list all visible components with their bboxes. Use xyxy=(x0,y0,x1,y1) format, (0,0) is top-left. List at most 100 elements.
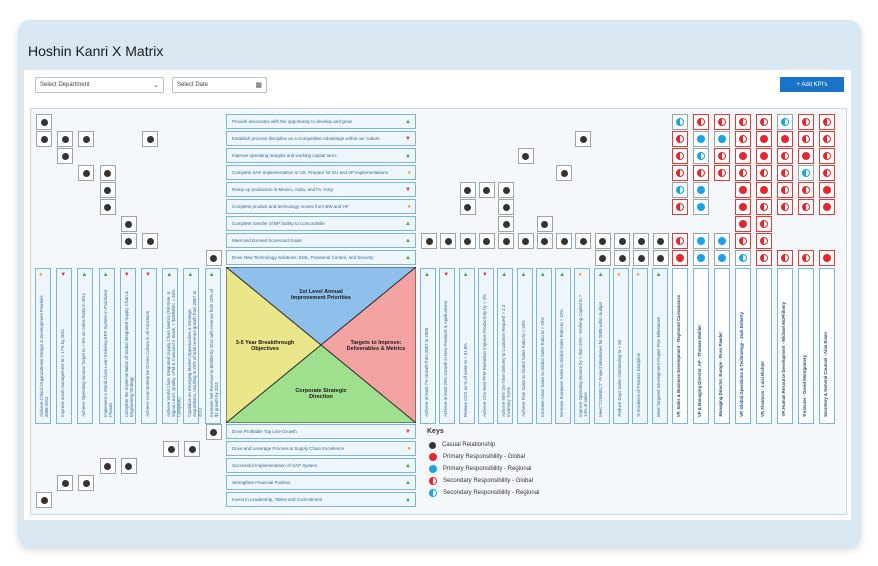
annual-priority-row[interactable]: Complete SAP Implementation in US. Prepa… xyxy=(226,165,416,180)
target-column[interactable]: ▼Achieve 21% Next PFM Reduction Improve … xyxy=(477,268,494,424)
responsibility-cell[interactable] xyxy=(735,114,751,130)
relationship-cell[interactable] xyxy=(556,165,573,181)
relationship-cell[interactable] xyxy=(652,250,669,266)
responsibility-cell[interactable] xyxy=(819,114,835,130)
relationship-cell[interactable] xyxy=(536,216,553,232)
objective-column[interactable]: ▲Achieve Operating Income Target to > 8%… xyxy=(77,268,94,424)
relationship-cell[interactable] xyxy=(498,216,515,232)
responsibility-cell[interactable] xyxy=(798,165,814,181)
responsibility-cell[interactable] xyxy=(735,199,751,215)
annual-priority-row[interactable]: Complete transfer of BP facility to Conc… xyxy=(226,216,416,231)
annual-priority-row[interactable]: Improve operating margins and working ca… xyxy=(226,148,416,163)
relationship-cell[interactable] xyxy=(575,131,592,147)
responsibility-cell[interactable] xyxy=(798,148,814,164)
responsibility-cell[interactable] xyxy=(777,182,793,198)
responsibility-cell[interactable] xyxy=(756,233,772,249)
responsibility-cell[interactable] xyxy=(735,165,751,181)
resource-column[interactable]: VP, Human Resource Development - Michael… xyxy=(777,268,793,424)
department-select[interactable]: Select Department ⌄ xyxy=(35,77,164,93)
relationship-cell[interactable] xyxy=(633,250,650,266)
responsibility-cell[interactable] xyxy=(714,131,730,147)
relationship-cell[interactable] xyxy=(120,216,137,232)
responsibility-cell[interactable] xyxy=(693,182,709,198)
target-column[interactable]: ●Improve Operating Income by > than 20% … xyxy=(574,268,591,424)
responsibility-cell[interactable] xyxy=(777,199,793,215)
relationship-cell[interactable] xyxy=(163,441,180,457)
responsibility-cell[interactable] xyxy=(756,131,772,147)
strategy-row[interactable]: Drive Profitable Top Line Growth▼ xyxy=(226,424,416,439)
objective-column[interactable]: ▼Achieve Lean Enterprise Driven Culture … xyxy=(141,268,157,424)
responsibility-cell[interactable] xyxy=(672,199,688,215)
target-column[interactable]: ●Reduce Days Sales Outstanding to < 50 xyxy=(613,268,629,424)
relationship-cell[interactable] xyxy=(652,233,669,249)
responsibility-cell[interactable] xyxy=(693,114,709,130)
resource-column[interactable]: Secretary & General Counsel - Alan Eisen xyxy=(819,268,835,424)
objective-column[interactable]: ▲Increase Net Revenue to $250M by 2011 w… xyxy=(204,268,221,424)
responsibility-cell[interactable] xyxy=(714,114,730,130)
relationship-cell[interactable] xyxy=(205,250,222,266)
relationship-cell[interactable] xyxy=(478,182,495,198)
target-column[interactable]: ▲Reduce COS as % of sales to < 61.8% xyxy=(458,268,475,424)
relationship-cell[interactable] xyxy=(142,233,158,249)
relationship-cell[interactable] xyxy=(594,233,611,249)
target-column[interactable]: ●% Evidence of Process Discipline xyxy=(632,268,649,424)
objective-column[interactable]: ▲Achieve World Class Integrated Supply C… xyxy=(162,268,182,424)
annual-priority-row[interactable]: Provide associates with the opportunity … xyxy=(226,114,416,129)
responsibility-cell[interactable] xyxy=(672,182,688,198)
responsibility-cell[interactable] xyxy=(756,182,772,198)
target-column[interactable]: ▲Achieve 95% On-Time Delivery to Custome… xyxy=(497,268,514,424)
relationship-cell[interactable] xyxy=(498,182,515,198)
responsibility-cell[interactable] xyxy=(672,250,688,266)
relationship-cell[interactable] xyxy=(517,233,534,249)
annual-priority-row[interactable]: Complete product and technology moves fr… xyxy=(226,199,416,214)
resource-column[interactable]: Managing Director, Europe - Ross Paeder xyxy=(714,268,730,424)
relationship-cell[interactable] xyxy=(36,131,52,147)
responsibility-cell[interactable] xyxy=(693,199,709,215)
responsibility-cell[interactable] xyxy=(714,148,730,164)
responsibility-cell[interactable] xyxy=(819,199,835,215)
responsibility-cell[interactable] xyxy=(756,216,772,232)
responsibility-cell[interactable] xyxy=(693,131,709,147)
relationship-cell[interactable] xyxy=(57,475,74,491)
target-column[interactable]: ▼Achieve at least 20% Growth in New Prod… xyxy=(439,268,456,424)
responsibility-cell[interactable] xyxy=(735,148,751,164)
relationship-cell[interactable] xyxy=(57,131,74,147)
resource-column[interactable]: VP & Managing Director, AP - Thomas Mehl… xyxy=(693,268,709,424)
responsibility-cell[interactable] xyxy=(735,233,751,249)
responsibility-cell[interactable] xyxy=(819,250,835,266)
relationship-cell[interactable] xyxy=(517,148,534,164)
relationship-cell[interactable] xyxy=(78,165,95,181)
relationship-cell[interactable] xyxy=(440,233,457,249)
responsibility-cell[interactable] xyxy=(672,114,688,130)
relationship-cell[interactable] xyxy=(99,458,116,474)
resource-column[interactable]: VP, Finances - Luisi Richter xyxy=(756,268,772,424)
annual-priority-row[interactable]: Drive New Technology Solutions: EML, Pos… xyxy=(226,250,416,265)
relationship-cell[interactable] xyxy=(421,233,437,249)
resource-column[interactable]: VP, Sales & Business Development - Raymo… xyxy=(672,268,688,424)
responsibility-cell[interactable] xyxy=(693,233,709,249)
responsibility-cell[interactable] xyxy=(777,165,793,181)
responsibility-cell[interactable] xyxy=(735,182,751,198)
relationship-cell[interactable] xyxy=(498,199,515,215)
strategy-row[interactable]: Successful Implementation of SAP System▲ xyxy=(226,458,416,473)
relationship-cell[interactable] xyxy=(99,182,116,198)
relationship-cell[interactable] xyxy=(78,475,95,491)
responsibility-cell[interactable] xyxy=(777,250,793,266)
relationship-cell[interactable] xyxy=(614,250,630,266)
relationship-cell[interactable] xyxy=(536,233,553,249)
responsibility-cell[interactable] xyxy=(756,250,772,266)
responsibility-cell[interactable] xyxy=(819,182,835,198)
responsibility-cell[interactable] xyxy=(756,165,772,181)
annual-priority-row[interactable]: Meet and Exceed Scorecard Goals▲ xyxy=(226,233,416,248)
responsibility-cell[interactable] xyxy=(777,131,793,147)
relationship-cell[interactable] xyxy=(459,233,476,249)
date-select[interactable]: Select Date ▦ xyxy=(172,77,267,93)
responsibility-cell[interactable] xyxy=(756,114,772,130)
relationship-cell[interactable] xyxy=(498,233,515,249)
relationship-cell[interactable] xyxy=(614,233,630,249)
responsibility-cell[interactable] xyxy=(672,233,688,249)
relationship-cell[interactable] xyxy=(184,441,201,457)
responsibility-cell[interactable] xyxy=(756,148,772,164)
relationship-cell[interactable] xyxy=(633,233,650,249)
relationship-cell[interactable] xyxy=(36,492,52,508)
